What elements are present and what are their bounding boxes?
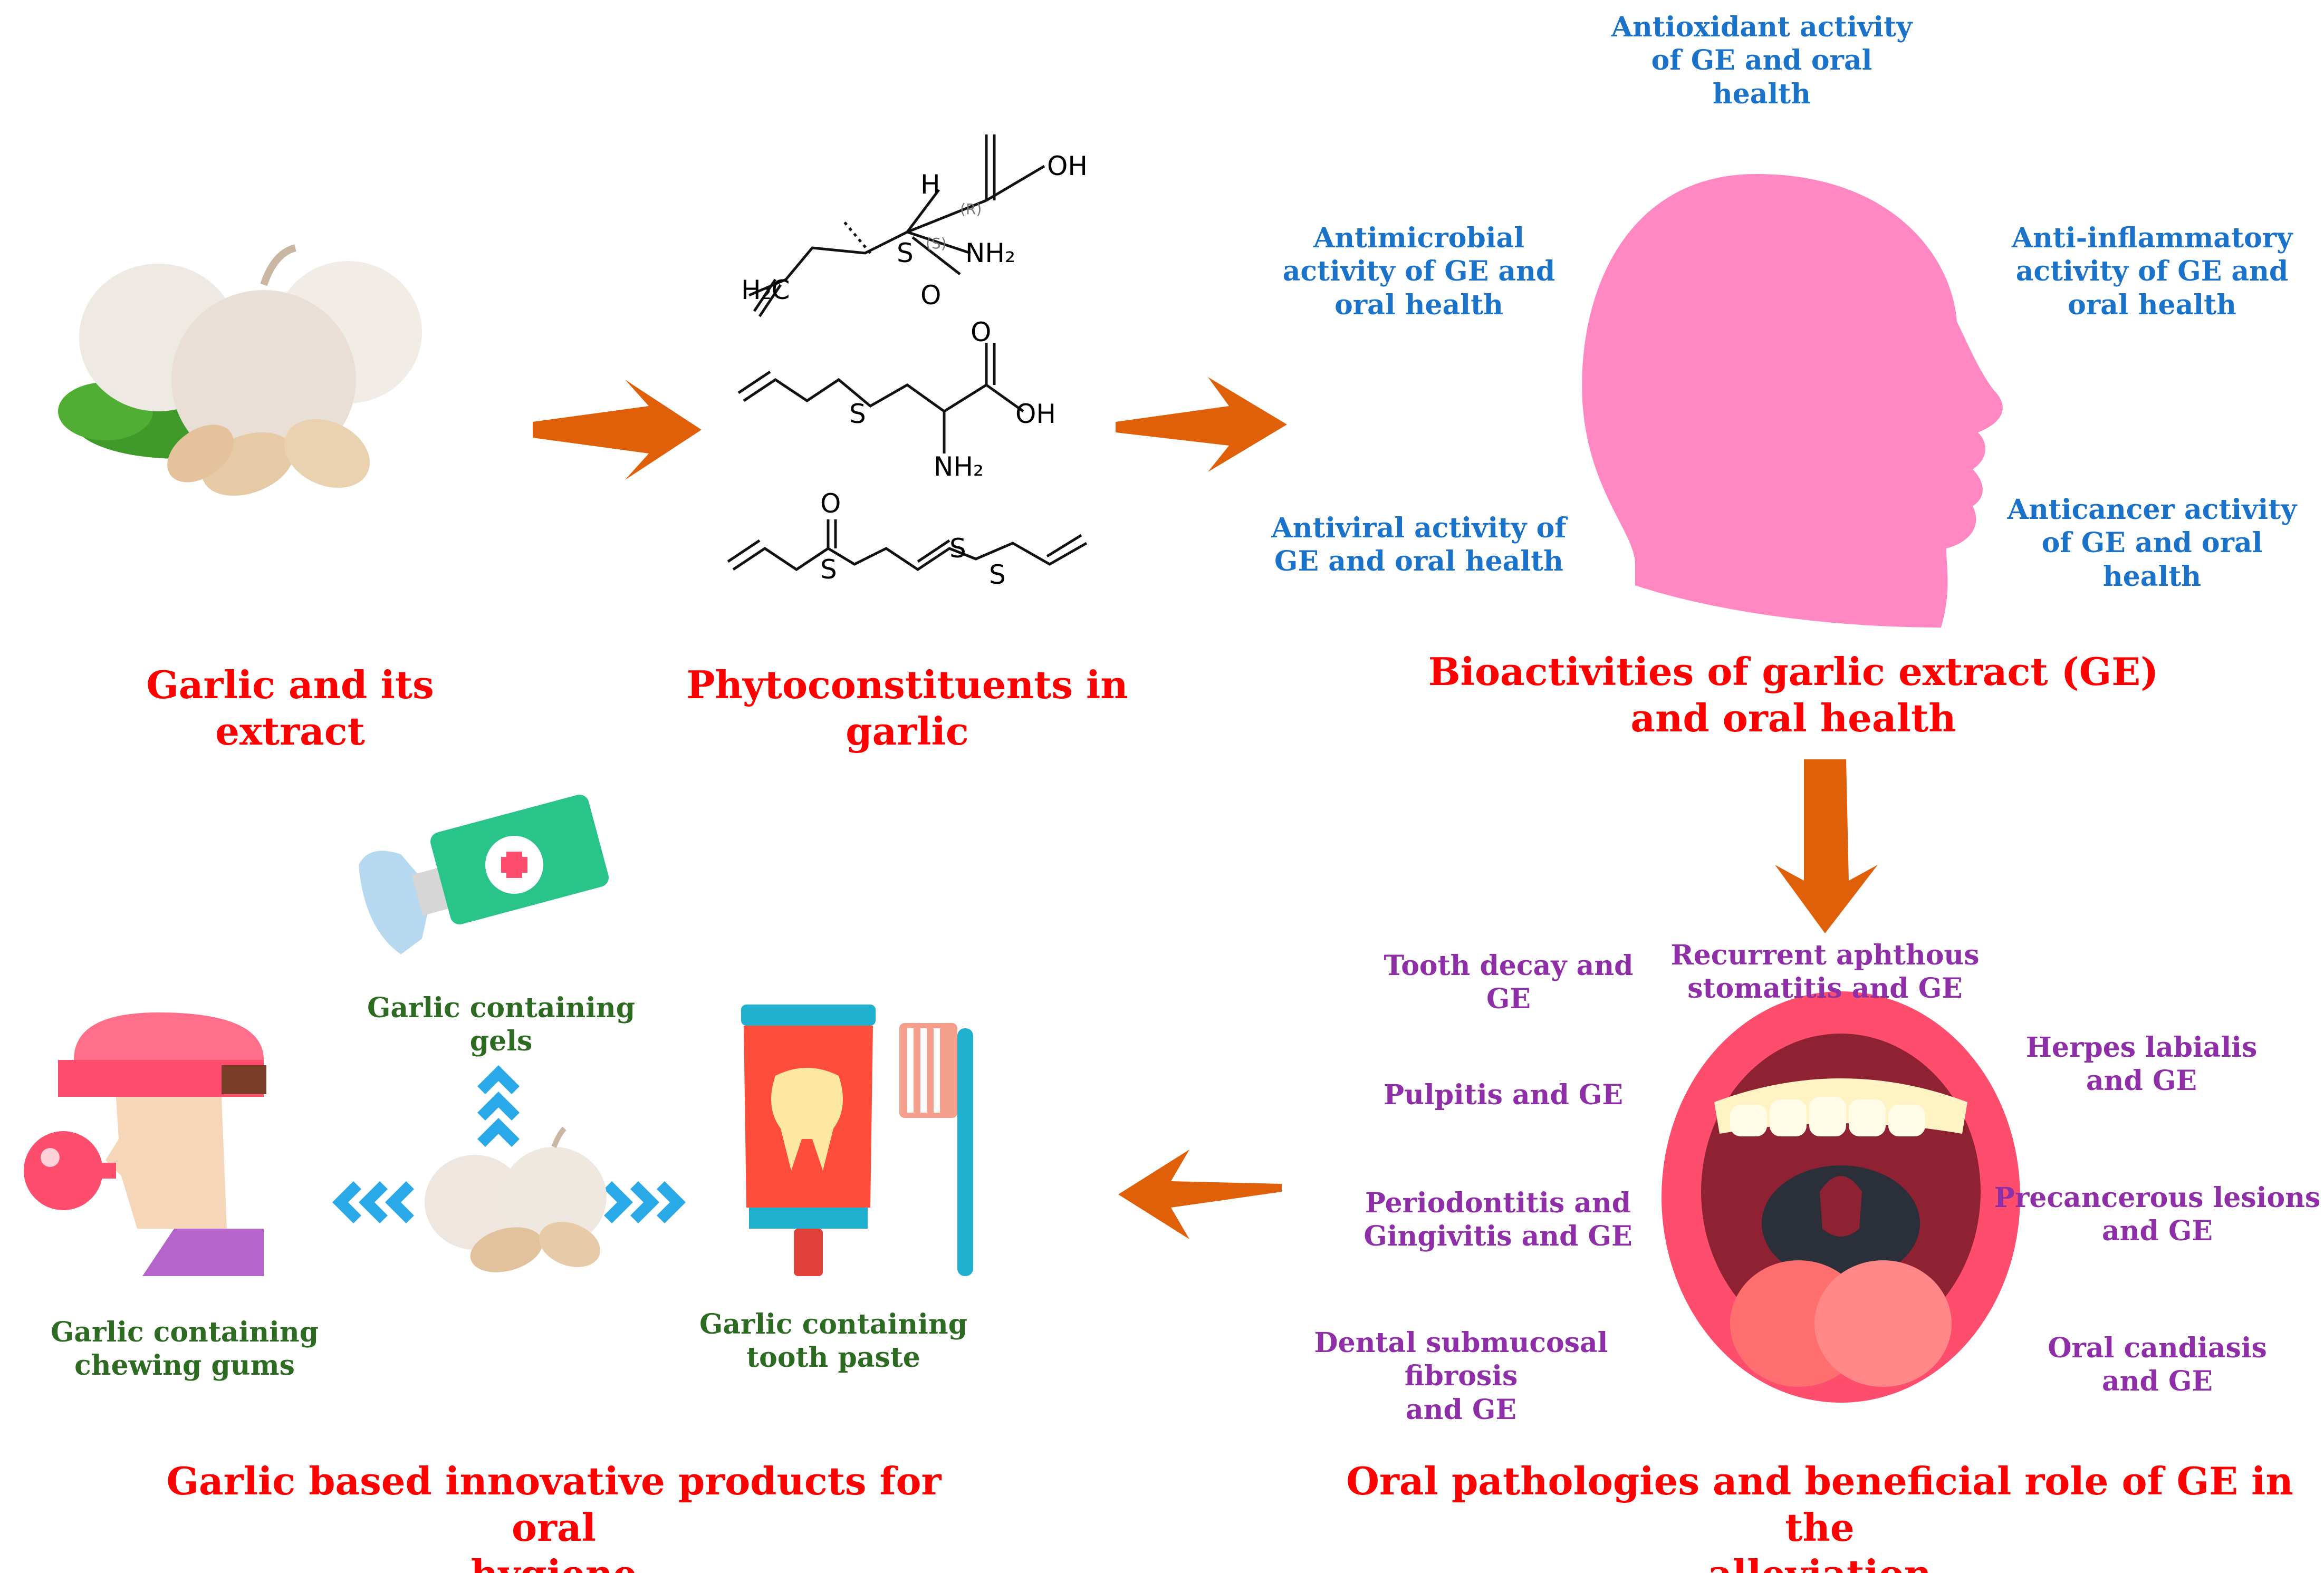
bio-anticancer: Anticancer activity of GE and oral healt… — [2007, 494, 2297, 593]
toothpaste-image — [741, 1005, 876, 1276]
chem-oh-2: OH — [1015, 399, 1056, 429]
chem-nh2-2: NH₂ — [934, 451, 984, 482]
chem-s-4: S — [949, 533, 966, 564]
patho-tooth-decay: Tooth decay and GE — [1384, 950, 1634, 1016]
small-garlic-image — [425, 1126, 607, 1272]
product-chewing-gums-label: Garlic containing chewing gums — [50, 1316, 319, 1382]
chem-o-3: O — [820, 488, 841, 519]
bio-antiviral: Antiviral activity of GE and oral health — [1271, 512, 1567, 578]
section-title-garlic-extract: Garlic and its extract — [146, 662, 434, 754]
chem-o-2: O — [971, 317, 992, 348]
chem-r-stereo: (R) — [960, 200, 982, 218]
gel-tube-image — [359, 794, 609, 954]
section-title-bioactivities: Bioactivities of garlic extract (GE) and… — [1428, 649, 2159, 740]
open-mouth-image — [1662, 991, 2020, 1403]
product-gels-label: Garlic containing gels — [367, 992, 636, 1058]
patho-candidiasis: Oral candiasis and GE — [2048, 1332, 2267, 1398]
patho-herpes: Herpes labialis and GE — [2025, 1031, 2258, 1097]
patho-pulpitis: Pulpitis and GE — [1384, 1079, 1623, 1111]
section-title-phytoconstituents: Phytoconstituents in garlic — [686, 662, 1128, 754]
arrow-garlic-to-phyto — [533, 380, 702, 480]
chem-s-stereo: (S) — [926, 235, 947, 252]
chem-s-1: S — [897, 238, 914, 268]
chem-s-2: S — [849, 399, 866, 429]
chem-h: H — [920, 169, 940, 200]
arrow-phyto-to-bio — [1116, 377, 1287, 472]
section-title-oral-pathologies: Oral pathologies and beneficial role of … — [1346, 1459, 2293, 1573]
chevrons — [332, 1065, 686, 1223]
patho-precancerous: Precancerous lesions and GE — [1994, 1182, 2321, 1248]
section-title-innovative-products: Garlic based innovative products for ora… — [166, 1459, 942, 1573]
bio-anti-inflammatory: Anti-inflammatory activity of GE and ora… — [2011, 222, 2293, 321]
chem-nh2-1: NH₂ — [965, 238, 1016, 268]
arrow-patho-to-products — [1118, 1150, 1282, 1239]
chemical-structures — [727, 134, 1088, 572]
chewing-gum-person-image — [24, 1012, 266, 1276]
chem-o-1: O — [920, 280, 942, 311]
head-silhouette-image — [1582, 174, 2003, 628]
chem-h2c: H₂C — [741, 275, 790, 305]
garlic-bulbs-image — [58, 244, 422, 496]
bio-antimicrobial: Antimicrobial activity of GE and oral he… — [1282, 222, 1555, 321]
flow-arrows — [533, 377, 1878, 1239]
product-tooth-paste-label: Garlic containing tooth paste — [699, 1308, 968, 1374]
chem-oh-1: OH — [1047, 151, 1088, 181]
bio-antioxidant: Antioxidant activity of GE and oral heal… — [1611, 11, 1913, 110]
patho-periodontitis: Periodontitis and Gingivitis and GE — [1363, 1187, 1632, 1253]
toothbrush-image — [899, 1023, 973, 1276]
arrow-bio-to-patho — [1775, 759, 1878, 933]
patho-aphthous: Recurrent aphthous stomatitis and GE — [1670, 939, 1980, 1005]
chem-s-5: S — [989, 559, 1006, 590]
chem-s-3: S — [820, 554, 837, 585]
patho-submucosal-fibrosis: Dental submucosal fibrosis and GE — [1314, 1327, 1608, 1426]
